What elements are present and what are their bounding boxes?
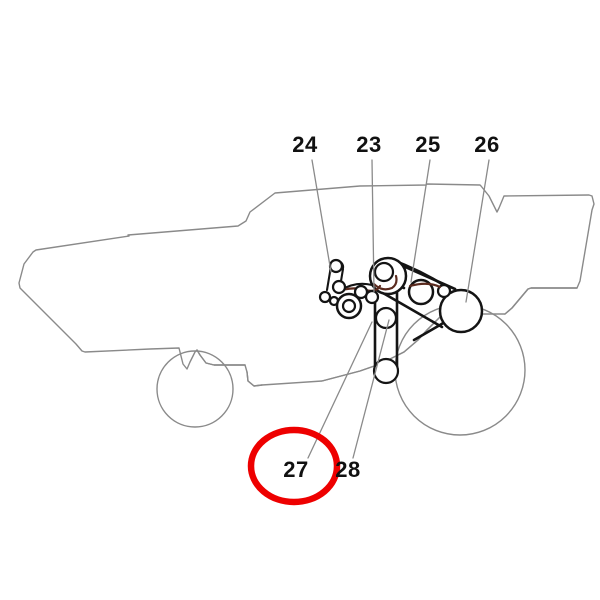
machine-outline-group bbox=[18, 183, 595, 387]
cluster-large-pulley-hub bbox=[341, 298, 357, 314]
leader-line-25 bbox=[410, 159, 431, 283]
right-tensioner-link bbox=[408, 282, 442, 289]
red-highlight-ellipse bbox=[247, 426, 341, 506]
main-drive-pulley-hub bbox=[373, 261, 395, 283]
body-panel-line-3 bbox=[321, 313, 463, 382]
callout-label-24: 24 bbox=[292, 132, 318, 157]
leader-line-26 bbox=[465, 159, 490, 303]
front-wheel bbox=[156, 350, 234, 428]
body-panel-line-2 bbox=[246, 371, 263, 387]
cluster-pulley-c bbox=[318, 290, 332, 304]
right-large-pulley bbox=[438, 288, 484, 334]
machine-body-outline bbox=[18, 183, 595, 387]
callout-label-27: 27 bbox=[283, 457, 308, 482]
right-mid-pulley bbox=[407, 278, 435, 306]
right-belt-lower-run bbox=[374, 287, 444, 329]
arm-mid-pulley bbox=[374, 306, 398, 330]
leader-line-24 bbox=[311, 159, 332, 273]
callout-label-23: 23 bbox=[356, 132, 381, 157]
right-belt-assembly bbox=[372, 257, 484, 342]
leader-line-23 bbox=[371, 159, 375, 293]
body-panel-line-4 bbox=[504, 287, 578, 315]
arm-end-pulley bbox=[372, 357, 400, 385]
callout-label-28: 28 bbox=[335, 457, 360, 482]
callout-label-26: 26 bbox=[474, 132, 499, 157]
cluster-pulley-f bbox=[364, 289, 380, 305]
right-idler-pulley bbox=[436, 283, 452, 299]
leader-line-28 bbox=[352, 319, 390, 459]
cluster-pulley-b bbox=[331, 279, 347, 295]
main-drive-pulley-group bbox=[368, 256, 408, 296]
cluster-pulley-a bbox=[328, 258, 344, 274]
callout-labels-group: 24 23 25 26 27 28 bbox=[283, 132, 499, 482]
left-pulley-cluster bbox=[318, 258, 382, 320]
callout-label-25: 25 bbox=[415, 132, 440, 157]
vertical-belt-arm bbox=[372, 278, 400, 385]
